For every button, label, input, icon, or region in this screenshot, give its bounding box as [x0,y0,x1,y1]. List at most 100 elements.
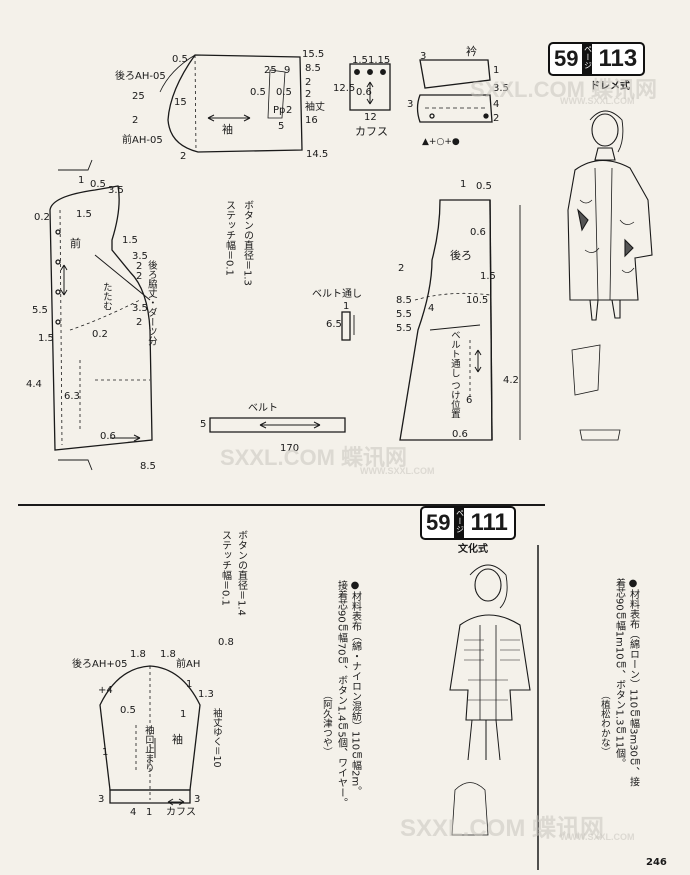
dim: 1.5 [76,209,92,220]
dim: 4 [428,303,435,314]
cuff-title: カフス [355,125,388,138]
dim: 2 [136,317,143,328]
dim: 4.2 [503,375,519,386]
dim: 12 [364,112,377,123]
materials-111-line2: 接着芯90㎝幅70㎝、ボタン1.4㎝5個、ワイヤー。 [335,580,347,808]
dim: 1 [146,807,153,818]
dim: 0.8 [218,637,234,648]
dim: 0.6 [356,87,372,98]
button-note-bottom: ボタンの直径＝1.4 [235,530,247,616]
stitch-note-bottom: ステッチ幅＝0.1 [219,530,231,606]
back-bodice-pattern [399,199,521,441]
collar-title: 衿 [466,45,477,58]
dim: 15 [174,97,187,108]
watermark-url: WWW.SXXL.COM [560,832,635,842]
cuff-pattern-top [349,63,391,111]
dim: 170 [280,443,300,454]
sleeve-back-ah: 後ろAH-05 [115,71,166,82]
dim: 0.5 [250,87,266,98]
dim: 4.4 [26,379,42,390]
dim: 5.5 [32,305,48,316]
badge-page-number: 59 [426,510,451,535]
dim: 0.2 [34,212,50,223]
method-label-bottom: 文化式 [458,544,488,555]
dim: 25 [264,65,277,76]
dim: 3 [407,99,414,110]
front-note: 後ろ脇丈・ダーツ分 [145,260,157,346]
dim: 3 [420,51,427,62]
dim: 2 [136,271,143,282]
dim: 1 [460,179,467,190]
dim: 2 [493,113,500,124]
belt-pattern [209,417,346,433]
dim: 3.5 [132,303,148,314]
sleeve-pattern-bottom [99,665,201,806]
watermark-brand: SXXL.COM 蝶讯网 [220,445,408,470]
front-bodice-pattern [49,159,153,471]
dim: 2 [305,89,312,100]
dim: 1 [78,175,85,186]
belt-loop-title: ベルト通し [312,289,362,300]
dim: 1.15 [368,55,391,66]
dim: 1.5 [122,235,138,246]
dim: 3.5 [108,185,124,196]
dim: 0.5 [276,87,292,98]
dim: 1.5 [480,271,496,282]
badge-page-number: 59 [554,46,579,71]
dim: 4 [493,99,500,110]
dim: 0.6 [470,227,486,238]
dim: 12.5 [333,83,356,94]
dim: 0.6 [100,431,116,442]
dim: 5.5 [396,323,412,334]
watermark-brand: SXXL.COM 蝶讯网 [470,77,658,102]
dim: 25 [132,91,145,102]
materials-113-author: （植松わかな） [598,690,610,757]
dim: 5 [278,121,285,132]
dim: 3.5 [132,251,148,262]
dim: 9 [284,65,291,76]
materials-113: ●材料表布（綿ローン）110㎝幅3m30㎝、接 [627,578,639,787]
badge-model-number: 113 [598,45,638,72]
stitch-note-top: ステッチ幅＝0.1 [223,200,235,276]
badge-113: 59 ページ 113 [548,42,646,76]
dim: 1 [186,679,193,690]
dim: 2 [305,77,312,88]
dim: 8.5 [305,63,321,74]
sleeve-hem-label: 袖丈 [305,102,325,113]
watermark-brand: SXXL.COM 蝶讯网 [400,815,605,842]
dim: 8.5 [396,295,412,306]
page-number: 246 [646,857,667,868]
dim: 0.5 [172,54,188,65]
badge-111: 59 ページ 111 [420,506,516,540]
dim: 10.5 [466,295,489,306]
back-belt-loop-position: ベルト通し つけ位置 [448,330,460,419]
sleeve-front-ah-bottom: 前AH [176,659,201,670]
dim: Pp [273,105,286,116]
dim: 1.8 [130,649,146,660]
badge-model-number: 111 [470,509,508,536]
back-title: 後ろ [450,249,472,262]
dim: 3.5 [493,83,509,94]
materials-113-line2: 着芯90㎝幅1m10㎝、ボタン1.3㎝11個。 [613,578,625,769]
cuff-label-bottom: カフス [166,807,196,818]
dim: 2 [180,151,187,162]
badge-page-kana: ページ [582,44,593,74]
dim: +4 [98,685,113,696]
materials-111-author: （阿久津つや） [320,690,332,757]
button-note-top: ボタンの直径＝1.3 [241,200,253,286]
sleeve-front-ah: 前AH-05 [122,135,163,146]
model-113-illustration [567,110,653,441]
dim: 1.8 [160,649,176,660]
dim: 0.5 [476,181,492,192]
dim: 5 [200,419,207,430]
sleeve-title: 袖 [222,123,233,136]
dim: 6 [466,395,473,406]
dim: 0.5 [120,705,136,716]
collar-pattern-top [416,59,493,123]
dim: 1.5 [38,333,54,344]
dim: 5.5 [396,309,412,320]
collar-symbols: ▲+○+● [422,137,460,147]
sleeve-slit-label: 袖口止まり [142,725,154,773]
